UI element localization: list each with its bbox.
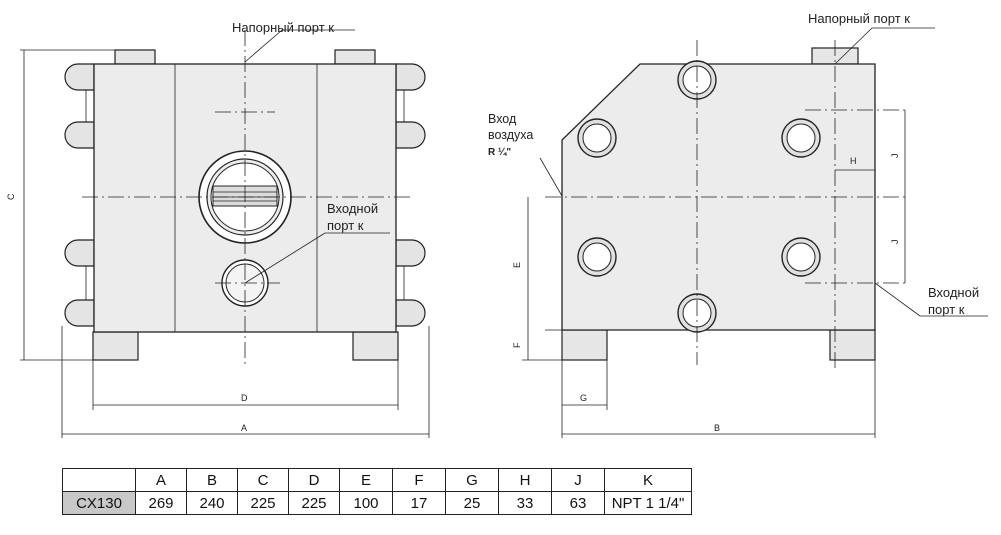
foot-left	[92, 331, 139, 361]
tubes-left	[64, 63, 95, 327]
inlet-port-label-front-2: порт к	[327, 218, 364, 233]
side-foot-left	[561, 329, 608, 361]
front-view	[20, 29, 430, 438]
inlet-port-label-side-2: порт к	[928, 302, 965, 317]
spec-value-f: 17	[392, 491, 446, 515]
spec-value-j: 63	[551, 491, 605, 515]
spec-header-h: H	[498, 468, 552, 492]
spec-header-corner	[62, 468, 136, 492]
tubes-right	[395, 63, 426, 327]
spec-header-f: F	[392, 468, 446, 492]
spec-value-d: 225	[288, 491, 340, 515]
air-inlet-label-1: Вход	[488, 112, 517, 126]
pressure-port-label-front: Напорный порт к	[232, 20, 334, 35]
spec-header-e: E	[339, 468, 393, 492]
dim-label-c: C	[6, 193, 16, 200]
foot-right	[352, 331, 399, 361]
inlet-port-label-front-1: Входной	[327, 201, 378, 216]
dim-label-g: G	[580, 393, 587, 403]
spec-table: A B C D E F G H J K CX130 269 240 225 22…	[62, 468, 692, 515]
dim-label-b: B	[714, 423, 720, 433]
air-inlet-thread: R ¼"	[488, 147, 511, 158]
spec-value-b: 240	[186, 491, 238, 515]
spec-header-d: D	[288, 468, 340, 492]
dim-label-j-lower: J	[890, 240, 900, 245]
spec-value-e: 100	[339, 491, 393, 515]
dim-label-h: H	[850, 156, 857, 166]
dim-label-j-upper: J	[890, 154, 900, 159]
spec-header-b: B	[186, 468, 238, 492]
spec-header-g: G	[445, 468, 499, 492]
top-boss-right	[334, 49, 376, 65]
spec-header-j: J	[551, 468, 605, 492]
dim-label-a: A	[241, 423, 247, 433]
spec-value-g: 25	[445, 491, 499, 515]
technical-drawing: Напорный порт к Напорный порт к Входной …	[6, 11, 988, 438]
top-boss-left	[114, 49, 156, 65]
inlet-port-label-side-1: Входной	[928, 285, 979, 300]
dim-label-e: E	[512, 262, 522, 268]
air-inlet-label-2: воздуха	[488, 128, 533, 142]
spec-value-c: 225	[237, 491, 289, 515]
side-foot-right	[829, 329, 876, 361]
spec-model: CX130	[62, 491, 136, 515]
spec-header-a: A	[135, 468, 187, 492]
spec-value-h: 33	[498, 491, 552, 515]
spec-header-k: K	[604, 468, 692, 492]
dim-label-f: F	[512, 342, 522, 348]
spec-table-row: CX130 269 240 225 225 100 17 25 33 63 NP…	[62, 491, 692, 515]
spec-table-header-row: A B C D E F G H J K	[62, 468, 692, 492]
pressure-port-label-side: Напорный порт к	[808, 11, 910, 26]
spec-value-k: NPT 1 1/4"	[604, 491, 692, 515]
spec-value-a: 269	[135, 491, 187, 515]
dim-label-d: D	[241, 393, 248, 403]
spec-header-c: C	[237, 468, 289, 492]
side-view	[522, 27, 988, 438]
